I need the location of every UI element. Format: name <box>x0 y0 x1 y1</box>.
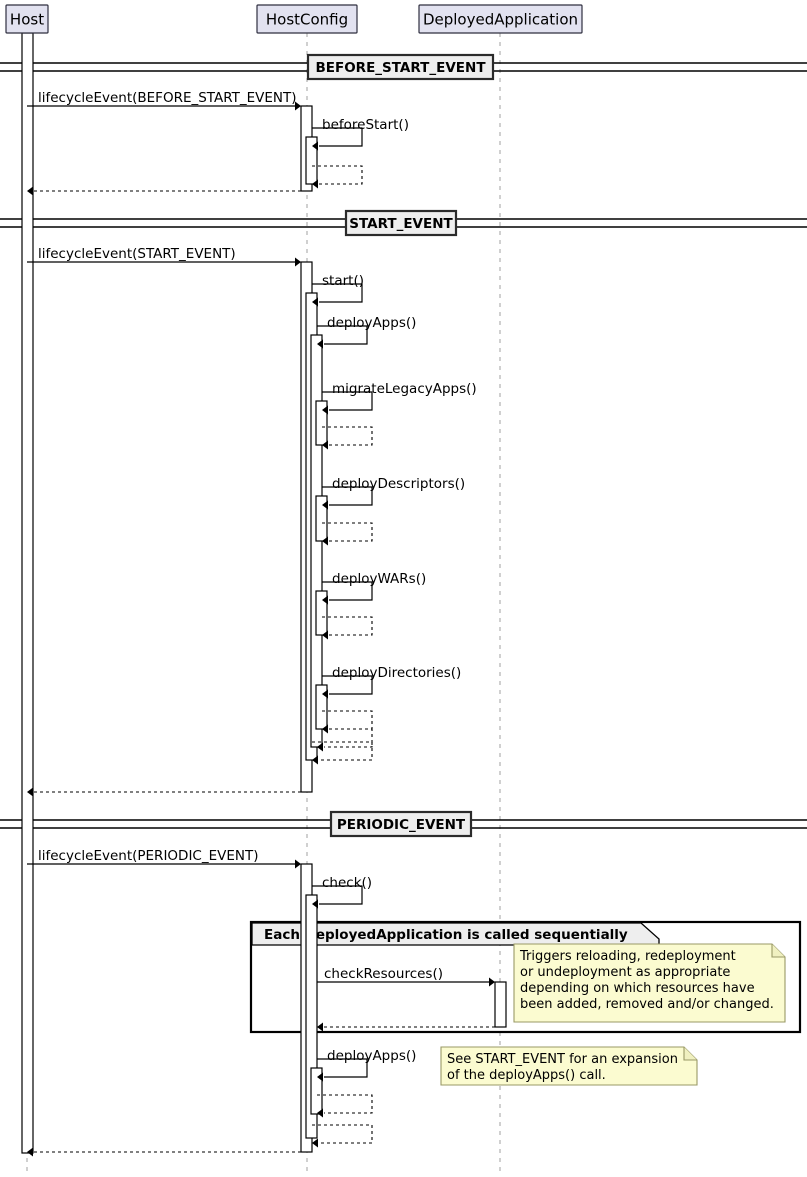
message-m4 <box>27 186 301 196</box>
dividers-layer: BEFORE_START_EVENT START_EVENT PERIODIC_EV… <box>0 53 807 838</box>
participant-label: Host <box>10 11 44 29</box>
divider-start: START_EVENT <box>0 209 807 237</box>
message-m24 <box>317 1094 373 1118</box>
message-label: migrateLegacyApps() <box>332 381 477 397</box>
note-line: See START_EVENT for an expansion <box>447 1052 678 1067</box>
message-label: deployDirectories() <box>332 665 461 681</box>
activations-layer <box>21 32 507 1154</box>
note-line: Triggers reloading, redeployment <box>519 949 736 964</box>
divider-before-start: BEFORE_START_EVENT <box>0 53 807 81</box>
participant-depapp[interactable]: DeployedApplication <box>418 4 583 34</box>
lifelines-layer <box>26 33 501 1171</box>
message-label: checkResources() <box>324 966 443 982</box>
message-m13 <box>322 616 373 640</box>
message-m8: migrateLegacyApps() <box>322 381 477 415</box>
message-m3 <box>312 165 363 189</box>
participant-label: HostConfig <box>266 11 348 29</box>
group-each-deployedapplication: Each DeployedApplication is called seque… <box>249 920 802 1034</box>
message-m22 <box>317 1022 495 1032</box>
message-label: start() <box>322 273 364 289</box>
message-m21: checkResources() <box>317 966 495 987</box>
activation-bar-depapp-check <box>494 981 507 1028</box>
activation-bar-dirs-self <box>315 684 328 730</box>
divider-label: START_EVENT <box>349 216 453 232</box>
groups-layer: Each DeployedApplication is called seque… <box>249 920 802 1034</box>
message-m18 <box>27 787 301 797</box>
message-label: beforeStart() <box>322 117 409 133</box>
participant-label: DeployedApplication <box>423 11 578 29</box>
message-m23: deployApps() <box>317 1048 416 1082</box>
message-m6: start() <box>312 273 364 307</box>
message-m25 <box>312 1124 373 1148</box>
message-m26 <box>27 1147 301 1157</box>
participants-layer: Host HostConfig DeployedApplication <box>5 4 583 34</box>
message-m14: deployDirectories() <box>322 665 461 699</box>
message-m10: deployDescriptors() <box>322 476 465 510</box>
message-label: deployApps() <box>327 315 416 331</box>
note-line: been added, removed and/or changed. <box>520 997 774 1012</box>
note-line: of the deployApps() call. <box>447 1068 606 1083</box>
message-label: check() <box>322 875 372 891</box>
divider-periodic: PERIODIC_EVENT <box>0 810 807 838</box>
activation-bar-migrate-self <box>315 400 328 446</box>
activation-bar-check-self <box>305 894 318 1139</box>
message-m19: lifecycleEvent(PERIODIC_EVENT) <box>27 848 301 869</box>
message-label: deployWARs() <box>332 571 426 587</box>
message-label: lifecycleEvent(BEFORE_START_EVENT) <box>38 90 297 106</box>
message-label: lifecycleEvent(START_EVENT) <box>38 246 236 262</box>
message-m20: check() <box>312 875 372 909</box>
activation-bar-periodic-dep <box>310 1067 323 1115</box>
message-m5: lifecycleEvent(START_EVENT) <box>27 246 301 267</box>
message-label: deployApps() <box>327 1048 416 1064</box>
note-line: depending on which resources have <box>520 981 755 996</box>
message-m7: deployApps() <box>317 315 416 349</box>
message-m9 <box>322 426 373 450</box>
message-label: deployDescriptors() <box>332 476 465 492</box>
message-m11 <box>322 522 373 546</box>
message-m15 <box>322 710 373 734</box>
messages-layer: lifecycleEvent(BEFORE_START_EVENT)before… <box>27 90 495 1157</box>
participant-hostcfg[interactable]: HostConfig <box>256 4 358 34</box>
note-line: or undeployment as appropriate <box>520 965 730 980</box>
activation-bar-hostcfg-bs-self <box>305 136 318 185</box>
message-m2: beforeStart() <box>312 117 409 151</box>
divider-label: BEFORE_START_EVENT <box>315 60 486 76</box>
message-m12: deployWARs() <box>322 571 426 605</box>
activation-bar-descriptors-self <box>315 495 328 542</box>
message-m16 <box>317 728 373 752</box>
message-label: lifecycleEvent(PERIODIC_EVENT) <box>38 848 259 864</box>
divider-label: PERIODIC_EVENT <box>337 817 466 833</box>
activation-bar-host-root <box>21 32 34 1154</box>
activation-bar-wars-self <box>315 590 328 636</box>
message-m17 <box>312 741 373 765</box>
participant-host[interactable]: Host <box>5 4 49 34</box>
message-m1: lifecycleEvent(BEFORE_START_EVENT) <box>27 90 301 111</box>
group-label: Each DeployedApplication is called seque… <box>264 927 628 943</box>
